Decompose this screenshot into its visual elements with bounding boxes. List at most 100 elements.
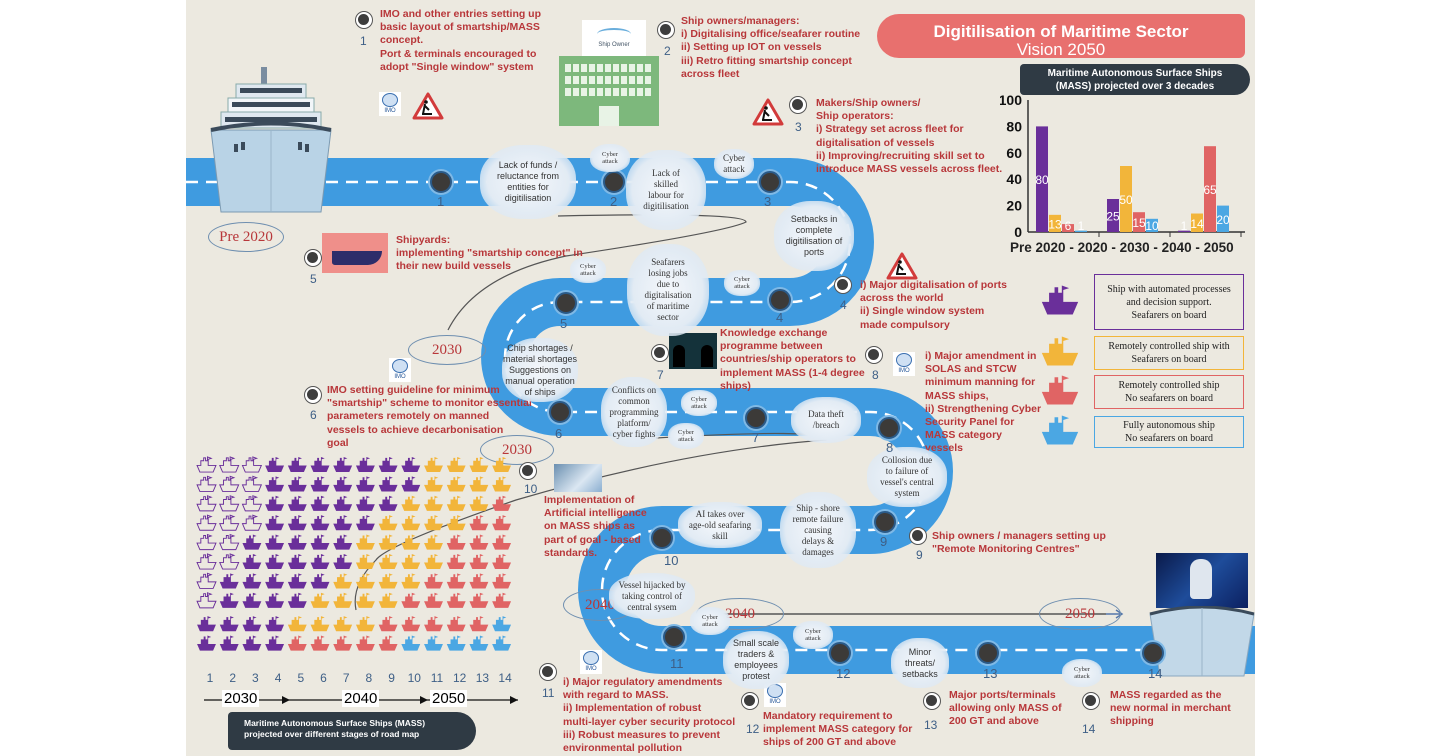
mass-ship-icon [287,476,307,492]
milestone-description: Implementation of Artificial intelligenc… [544,494,647,559]
bar-value-label: 50 [1119,193,1133,207]
mass-ship-icon [241,475,262,492]
shipyard-image [322,233,388,273]
office-building-icon [559,56,659,126]
mass-ship-icon [333,592,353,608]
mass-ship-icon [333,553,353,570]
ship-grid-column-number: 5 [297,671,305,685]
mass-ship-icon [219,534,240,551]
bar [1133,212,1145,232]
mass-ship-icon [219,573,239,589]
risk-cloud: Cyber attack [714,149,754,179]
milestone-description: i) Major digitalisation of ports across … [860,279,1007,331]
milestone-description: Makers/Ship owners/ Ship operators: i) S… [816,97,1003,176]
bar-value-label: 15 [1132,216,1146,230]
imo-logo: IMO [379,92,401,116]
milestone-number: 1 [360,34,367,48]
milestone-description: IMO and other entries setting up basic l… [380,8,542,73]
risk-cloud: Cyber attack [793,621,833,649]
risk-cloud: Cyber attack [570,257,606,283]
bar-value-label: 25 [1106,210,1120,224]
bar [1204,146,1216,232]
mass-ship-icon [287,573,307,589]
mass-ship-icon [378,495,398,511]
milestone-number: 6 [310,408,317,422]
globe-icon [382,93,398,107]
mass-ship-icon [424,476,443,492]
ship-grid-column-number: 10 [407,671,421,685]
road-milestone-number: 12 [836,666,851,681]
mass-ship-icon [333,534,353,550]
bar [1217,205,1229,232]
ship-grid-column-number: 9 [388,671,395,685]
mass-ship-icon [287,495,307,511]
mass-ship-icon [310,553,330,570]
mass-ship-icon [333,573,353,589]
road-milestone-marker [769,289,791,311]
mass-ship-icon [287,616,307,632]
risk-cloud: Setbacks in complete digitilisation of p… [774,201,854,271]
mass-ship-icon [492,476,512,492]
cruise-ship-illustration [210,67,332,213]
imo-logo: IMO [893,352,915,376]
mass-ship-icon [446,495,466,511]
bar-value-label: 20 [1216,213,1230,227]
ai-robot-image [554,464,602,492]
chart-title: Maritime Autonomous Surface Ships (MASS)… [1020,64,1250,95]
legend-ship-icon [1041,415,1079,445]
legend-label: Fully autonomous ship No seafarers on bo… [1094,416,1244,448]
mass-ship-icon [401,573,421,589]
mass-ship-icon [492,495,512,511]
mass-ship-icon [401,515,421,531]
mass-ship-icon [469,534,489,550]
risk-cloud: Cyber attack [1062,659,1102,687]
legend-label: Remotely controlled ship with Seafarers … [1094,336,1244,370]
mass-ship-icon [378,592,398,608]
mass-ship-icon [446,635,466,651]
mass-ship-icon [469,635,489,651]
legend-ship-icon [1041,375,1079,405]
milestone-description: Shipyards: implementing "smartship conce… [396,234,583,273]
ship-grid-column-number: 11 [430,671,444,685]
ship-owner-label: Ship Owner [598,42,630,48]
imo-logo: IMO [580,650,602,674]
mass-ship-icon [424,592,443,608]
year-ellipse-pre-2020: Pre 2020 [208,222,284,252]
mass-ship-icon [241,456,262,473]
mass-ship-icon [219,553,240,570]
mass-ship-icon [310,515,330,531]
mass-ship-icon [446,534,466,550]
mass-ship-icon [424,553,443,570]
risk-cloud: Cyber attack [724,270,760,296]
ship-grid-column-number: 8 [365,671,373,685]
bar [1036,126,1048,232]
mass-ship-icon [219,514,240,531]
bar-value-label: 1 [1181,219,1188,233]
mass-ship-icon [469,616,489,632]
milestone-marker [355,11,373,29]
mass-ship-icon [378,553,398,570]
bar [1049,214,1061,232]
risk-cloud: Collosion due to failure of vessel's cen… [867,447,947,507]
mass-ship-icon [492,635,512,651]
title-line1: Digitilisation of Maritime Sector [933,22,1189,41]
mass-ship-icon [333,495,353,511]
mass-ship-icon [333,456,353,473]
mass-ship-icon [401,495,421,511]
mass-ship-icon [378,534,398,550]
mass-ship-icon [469,476,489,492]
mass-ship-icon [219,616,239,632]
road-milestone-marker [829,642,851,664]
road-milestone-marker [603,171,625,193]
mass-ship-icon [265,573,285,589]
title-line2: Vision 2050 [1016,40,1106,59]
risk-cloud: Cyber attack [681,390,717,416]
mass-ship-icon [333,616,353,632]
mass-ship-icon [265,495,285,511]
milestone-number: 4 [840,298,847,312]
mass-ship-icon [446,456,466,473]
mass-ship-icon [424,573,443,589]
mass-ship-icon [492,515,512,531]
bar-value-label: 14 [1190,217,1204,231]
milestone-number: 8 [872,368,879,382]
